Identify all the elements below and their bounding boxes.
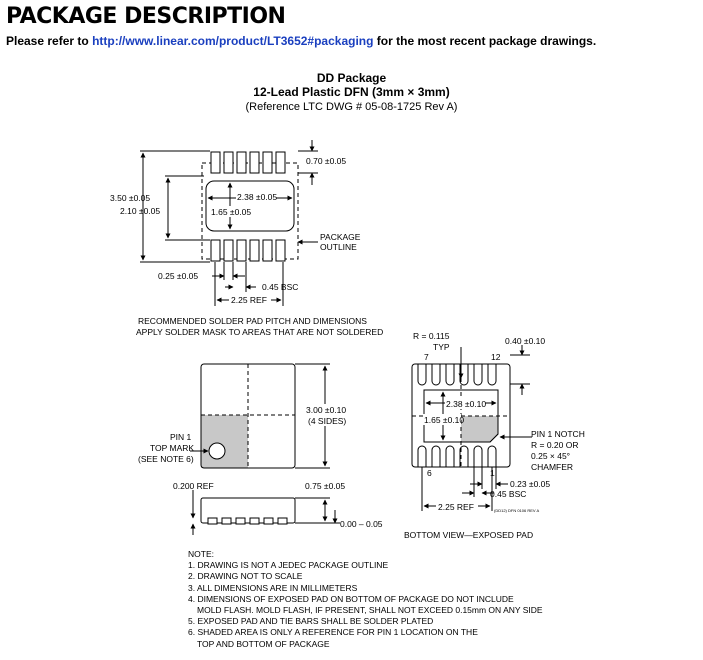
top-dim-pad-center-width: 1.65 ±0.05 bbox=[211, 207, 251, 217]
body-dim-sides: (4 SIDES) bbox=[308, 416, 346, 426]
package-reference: (Reference LTC DWG # 05-08-1725 Rev A) bbox=[245, 101, 458, 113]
note-item: 1. DRAWING IS NOT A JEDEC PACKAGE OUTLIN… bbox=[188, 560, 389, 571]
note-item: 6. SHADED AREA IS ONLY A REFERENCE FOR P… bbox=[188, 627, 478, 638]
bottom-shaded-notch bbox=[461, 416, 498, 442]
notes-heading: NOTE: bbox=[188, 549, 214, 559]
top-view-body bbox=[190, 363, 330, 469]
top-caption-2: APPLY SOLDER MASK TO AREAS THAT ARE NOT … bbox=[136, 327, 383, 337]
side-dim-height: 0.75 ±0.05 bbox=[305, 481, 345, 491]
bottom-pads bbox=[210, 239, 286, 262]
note-item: TOP AND BOTTOM OF PACKAGE bbox=[197, 638, 330, 649]
bottom-view-bottom-leads bbox=[417, 445, 497, 467]
side-dim-standoff: 0.00 – 0.05 bbox=[340, 519, 383, 529]
bottom-view bbox=[411, 345, 532, 511]
note-item: 4. DIMENSIONS OF EXPOSED PAD ON BOTTOM O… bbox=[188, 593, 514, 604]
pin1-label-3: (SEE NOTE 6) bbox=[138, 454, 194, 464]
notch-label-1: PIN 1 NOTCH bbox=[531, 429, 585, 439]
side-view-leads bbox=[207, 517, 288, 525]
pin-6-label: 6 bbox=[427, 468, 432, 478]
note-item: MOLD FLASH. MOLD FLASH, IF PRESENT, SHAL… bbox=[197, 605, 543, 616]
note-item: 3. ALL DIMENSIONS ARE IN MILLIMETERS bbox=[188, 582, 358, 593]
page-title: PACKAGE DESCRIPTION bbox=[6, 4, 286, 29]
package-outline-label-2: OUTLINE bbox=[320, 242, 357, 252]
note-item: 2. DRAWING NOT TO SCALE bbox=[188, 571, 303, 582]
top-dim-pad-length: 0.70 ±0.05 bbox=[306, 156, 346, 166]
package-subtitle: 12-Lead Plastic DFN (3mm × 3mm) bbox=[253, 85, 450, 99]
pin1-shaded-area bbox=[201, 415, 248, 468]
drawing-code: (DD12) DFN 0106 REV A bbox=[494, 508, 539, 513]
bottom-dim-lead-width: 0.23 ±0.05 bbox=[510, 479, 550, 489]
pin-1-label: 1 bbox=[490, 468, 495, 478]
top-dim-lead-width: 0.25 ±0.05 bbox=[158, 271, 198, 281]
bottom-view-top-leads bbox=[417, 364, 497, 386]
bottom-dim-pad-length: 0.40 ±0.10 bbox=[505, 336, 545, 346]
side-dim-ref: 0.200 REF bbox=[173, 481, 214, 491]
package-outline-label-1: PACKAGE bbox=[320, 232, 361, 242]
top-pads bbox=[210, 151, 286, 174]
pin1-label-1: PIN 1 bbox=[170, 432, 192, 442]
reference-line: Please refer to http://www.linear.com/pr… bbox=[6, 34, 596, 48]
radius-label-1: R = 0.115 bbox=[413, 331, 450, 341]
package-name: DD Package bbox=[316, 71, 387, 85]
notch-label-2: R = 0.20 OR bbox=[531, 440, 578, 450]
refer-prefix: Please refer to bbox=[6, 34, 89, 48]
top-dim-pitch: 0.45 BSC bbox=[262, 282, 298, 292]
top-dim-ref: 2.25 REF bbox=[231, 295, 267, 305]
notch-label-4: CHAMFER bbox=[531, 462, 573, 472]
top-caption-1: RECOMMENDED SOLDER PAD PITCH AND DIMENSI… bbox=[138, 316, 367, 326]
package-link[interactable]: http://www.linear.com/product/LT3652#pac… bbox=[92, 34, 374, 48]
pin1-mark bbox=[208, 442, 226, 460]
body-dim: 3.00 ±0.10 bbox=[306, 405, 346, 415]
pin1-label-2: TOP MARK bbox=[150, 443, 194, 453]
side-view bbox=[190, 490, 340, 535]
bottom-view-caption: BOTTOM VIEW—EXPOSED PAD bbox=[404, 530, 533, 540]
note-item: 5. EXPOSED PAD AND TIE BARS SHALL BE SOL… bbox=[188, 616, 434, 627]
bottom-dim-pitch: 0.45 BSC bbox=[490, 489, 526, 499]
refer-suffix: for the most recent package drawings. bbox=[376, 34, 597, 48]
notes-block: NOTE: 1. DRAWING IS NOT A JEDEC PACKAGE … bbox=[188, 549, 543, 650]
top-dim-pad-center-length: 2.38 ±0.05 bbox=[237, 192, 277, 202]
radius-label-2: TYP bbox=[433, 342, 450, 352]
bottom-dim-pad-center-width: 1.65 ±0.10 bbox=[424, 415, 464, 425]
bottom-dim-ref: 2.25 REF bbox=[438, 502, 474, 512]
top-dim-outer-width: 3.50 ±0.05 bbox=[110, 193, 150, 203]
notch-label-3: 0.25 × 45° bbox=[531, 451, 570, 461]
bottom-dim-pad-center-length: 2.38 ±0.10 bbox=[446, 399, 486, 409]
top-dim-inner-width: 2.10 ±0.05 bbox=[120, 206, 160, 216]
side-view-body bbox=[200, 497, 296, 524]
pin-12-label: 12 bbox=[491, 352, 501, 362]
pin-7-label: 7 bbox=[424, 352, 429, 362]
